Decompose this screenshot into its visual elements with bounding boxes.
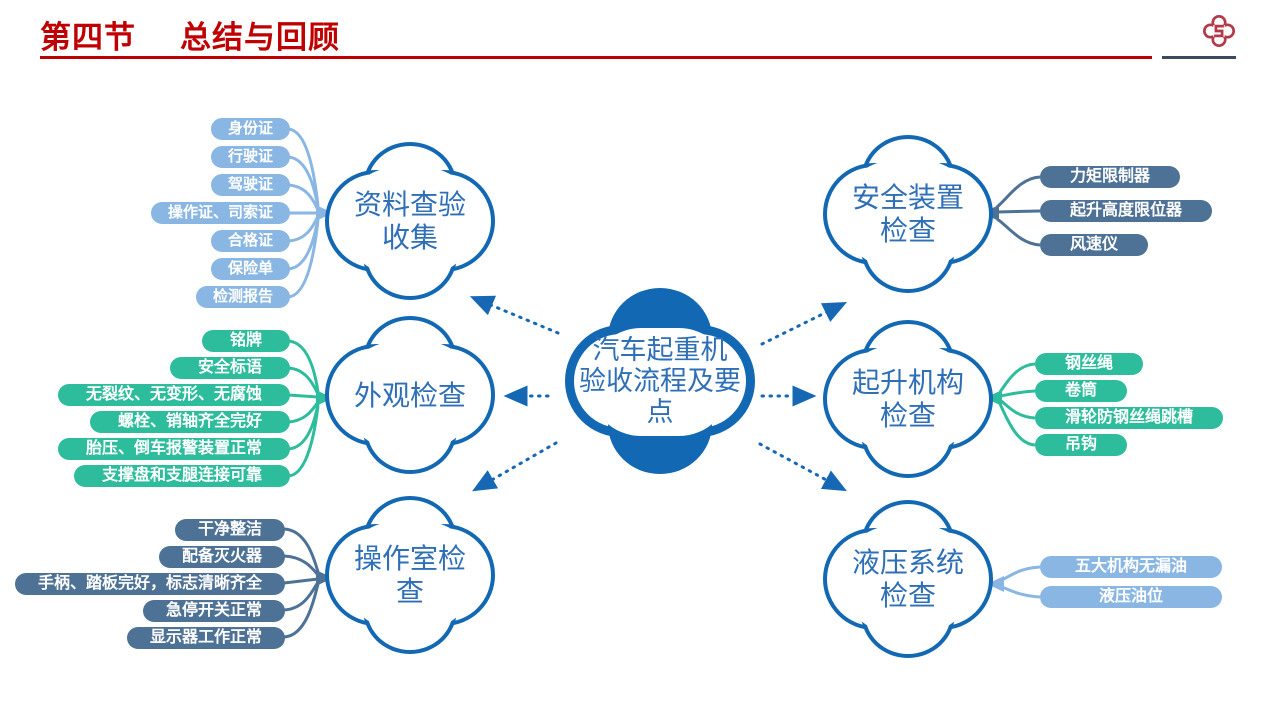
branch-node-hydraulic: 液压系统 检查 bbox=[823, 500, 993, 658]
clover-logo-icon bbox=[1203, 15, 1235, 47]
branch-label-safety: 安全装置 检查 bbox=[823, 135, 993, 293]
arrow-to-cab bbox=[472, 441, 558, 492]
branch-node-safety: 安全装置 检查 bbox=[823, 135, 993, 293]
branch-label-hoist: 起升机构 检查 bbox=[823, 320, 993, 478]
label-line: 起升机构 bbox=[851, 367, 964, 398]
list-item: 急停开关正常 bbox=[142, 600, 285, 622]
arrow-to-docs bbox=[469, 295, 560, 335]
center-line-3: 点 bbox=[646, 396, 674, 427]
branch-label-docs: 资料查验 收集 bbox=[325, 142, 495, 300]
branch-label-appearance: 外观检查 bbox=[325, 316, 495, 474]
center-node-label: 汽车起重机 验收流程及要 点 bbox=[565, 288, 755, 474]
petal-cover bbox=[589, 328, 731, 436]
list-item: 螺栓、销轴齐全完好 bbox=[89, 411, 290, 433]
petal-cover bbox=[845, 526, 971, 632]
branch-node-docs: 资料查验 收集 bbox=[325, 142, 495, 300]
center-arrows bbox=[469, 295, 848, 492]
petal-cover bbox=[347, 342, 473, 448]
branch-label-hydraulic: 液压系统 检查 bbox=[823, 500, 993, 658]
label-line: 检查 bbox=[879, 400, 936, 431]
hydraulic-item-list: 五大机构无漏油 液压油位 bbox=[1040, 556, 1222, 608]
list-item: 安全标语 bbox=[169, 357, 290, 379]
docs-item-list: 身份证 行驶证 驾驶证 操作证、司索证 合格证 保险单 检测报告 bbox=[150, 118, 290, 308]
appearance-connectors bbox=[287, 339, 320, 478]
list-item: 干净整洁 bbox=[174, 519, 285, 541]
branch-node-cab: 操作室检 查 bbox=[325, 496, 495, 654]
label-line: 资料查验 bbox=[353, 189, 466, 220]
safety-connectors bbox=[996, 175, 1041, 247]
label-line: 外观检查 bbox=[353, 379, 466, 411]
cab-connectors bbox=[283, 527, 320, 639]
list-item: 操作证、司索证 bbox=[150, 202, 290, 224]
list-item: 保险单 bbox=[210, 258, 290, 280]
center-line-2: 验收流程及要 bbox=[579, 365, 741, 396]
list-item: 身份证 bbox=[210, 118, 290, 140]
appearance-item-list: 铭牌 安全标语 无裂纹、无变形、无腐蚀 螺栓、销轴齐全完好 胎压、倒车报警装置正… bbox=[57, 330, 290, 487]
cab-item-list: 干净整洁 配备灭火器 手柄、踏板完好，标志清晰齐全 急停开关正常 显示器工作正常 bbox=[14, 519, 285, 649]
center-line-1: 汽车起重机 bbox=[592, 334, 728, 365]
docs-connectors bbox=[287, 127, 320, 299]
list-item: 检测报告 bbox=[195, 286, 290, 308]
list-item: 力矩限制器 bbox=[1040, 166, 1181, 188]
hydraulic-spike bbox=[987, 576, 1004, 592]
arrow-to-safety bbox=[760, 302, 848, 346]
logo-underline bbox=[1162, 56, 1236, 59]
list-item: 卷筒 bbox=[1035, 380, 1128, 402]
list-item: 胎压、倒车报警装置正常 bbox=[57, 438, 290, 460]
list-item: 起升高度限位器 bbox=[1040, 200, 1213, 222]
list-item: 无裂纹、无变形、无腐蚀 bbox=[57, 384, 290, 406]
petal-cover bbox=[347, 168, 473, 274]
title-underline bbox=[40, 56, 1152, 59]
label-line: 安全装置 bbox=[851, 182, 964, 213]
branch-label-cab: 操作室检 查 bbox=[325, 496, 495, 654]
company-logo bbox=[1202, 15, 1236, 52]
hoist-item-list: 钢丝绳 卷筒 滑轮防钢丝绳跳槽 吊钩 bbox=[1035, 353, 1224, 456]
list-item: 钢丝绳 bbox=[1035, 353, 1144, 375]
list-item: 铭牌 bbox=[201, 330, 290, 352]
hoist-spike bbox=[985, 390, 1002, 406]
list-item: 手柄、踏板完好，标志清晰齐全 bbox=[14, 573, 285, 595]
label-line: 液压系统 bbox=[851, 547, 964, 578]
list-item: 液压油位 bbox=[1040, 586, 1222, 608]
hydraulic-connectors bbox=[1001, 565, 1041, 599]
list-item: 合格证 bbox=[210, 230, 290, 252]
appearance-spike bbox=[316, 390, 333, 406]
petal-cover bbox=[845, 346, 971, 452]
petal-cover bbox=[347, 522, 473, 628]
list-item: 配备灭火器 bbox=[158, 546, 285, 568]
safety-item-list: 力矩限制器 起升高度限位器 风速仪 bbox=[1040, 166, 1213, 256]
branch-node-hoist: 起升机构 检查 bbox=[823, 320, 993, 478]
section-label: 第四节 bbox=[40, 20, 136, 55]
list-item: 五大机构无漏油 bbox=[1040, 556, 1222, 578]
petal-cover bbox=[845, 161, 971, 267]
arrow-to-hydraulic bbox=[758, 442, 847, 492]
list-item: 风速仪 bbox=[1040, 234, 1149, 256]
list-item: 支撑盘和支腿连接可靠 bbox=[73, 465, 290, 487]
title-text: 总结与回顾 bbox=[180, 20, 340, 55]
list-item: 显示器工作正常 bbox=[126, 627, 285, 649]
list-item: 驾驶证 bbox=[210, 174, 290, 196]
label-line: 操作室检 bbox=[353, 543, 466, 574]
list-item: 行驶证 bbox=[210, 146, 290, 168]
center-node: 汽车起重机 验收流程及要 点 bbox=[565, 288, 755, 474]
label-line: 检查 bbox=[879, 215, 936, 246]
hoist-connectors bbox=[998, 362, 1036, 447]
list-item: 滑轮防钢丝绳跳槽 bbox=[1035, 407, 1224, 429]
label-line: 检查 bbox=[879, 580, 936, 611]
label-line: 收集 bbox=[381, 222, 438, 253]
branch-node-appearance: 外观检查 bbox=[325, 316, 495, 474]
cab-spike bbox=[316, 570, 333, 586]
list-item: 吊钩 bbox=[1035, 434, 1128, 456]
docs-spike bbox=[316, 205, 333, 221]
label-line: 查 bbox=[395, 576, 424, 607]
slide-title: 第四节 总结与回顾 bbox=[40, 12, 340, 57]
